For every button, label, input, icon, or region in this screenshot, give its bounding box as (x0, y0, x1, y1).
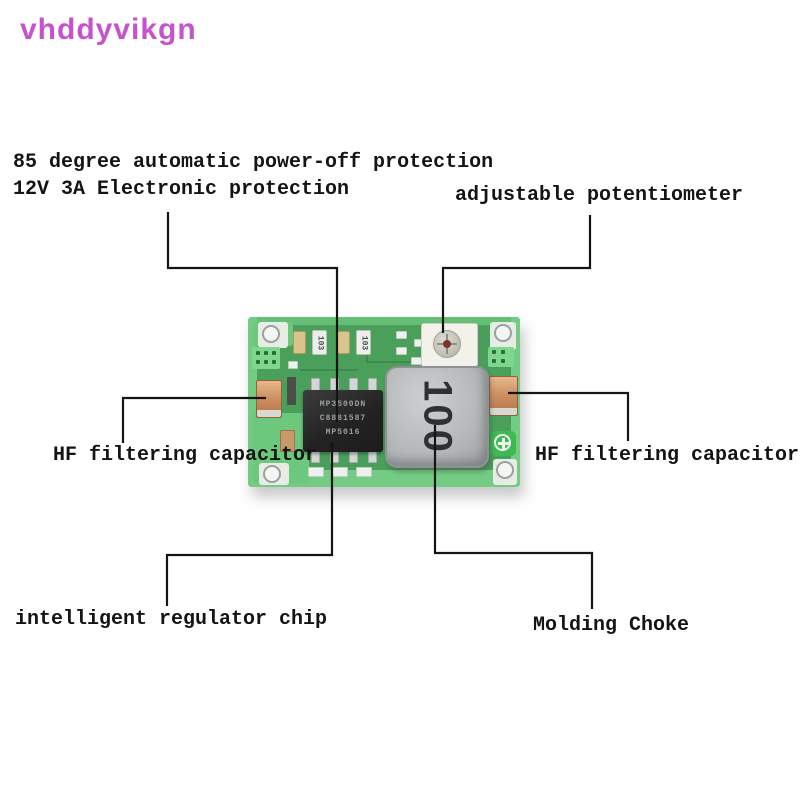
resistor-tan (293, 331, 306, 354)
pcb-trace (300, 369, 358, 371)
label-protection: 85 degree automatic power-off protection… (13, 149, 493, 203)
smd-pad (356, 467, 372, 477)
smd-component-dark (287, 377, 296, 405)
via-pad-right (488, 347, 514, 367)
pcb-board: 103 103 MP3500DN C8881587 MP50 (248, 317, 520, 487)
pcb-trace (366, 361, 410, 363)
mounting-hole-bottom-left (263, 465, 281, 483)
pcb-edge-top (248, 317, 520, 325)
callout-line-molding-choke (433, 425, 594, 609)
potentiometer-screw (433, 330, 461, 358)
label-hf-capacitor-left: HF filtering capacitor (53, 444, 318, 467)
watermark: vhddyvikgn (20, 13, 197, 46)
smd-pad (308, 467, 324, 477)
chip-marking-line2: C8881587 (319, 414, 367, 423)
smd-component-tan (280, 430, 295, 452)
resistor-103: 103 (356, 330, 371, 355)
resistor-103: 103 (312, 330, 327, 355)
smd-pad (288, 361, 298, 369)
label-hf-capacitor-right: HF filtering capacitor (535, 444, 800, 467)
callout-line-potentiometer (441, 215, 592, 333)
label-intelligent-regulator-chip: intelligent regulator chip (15, 608, 328, 631)
regulator-chip: MP3500DN C8881587 MP5016 (303, 390, 383, 452)
chip-marking-line3: MP5016 (325, 428, 361, 437)
chip-marking-line1: MP3500DN (319, 400, 367, 409)
label-protection-line2: 12V 3A Electronic protection (13, 178, 350, 201)
label-molding-choke: Molding Choke (533, 614, 690, 637)
callout-line-capacitor-right (508, 391, 630, 441)
potentiometer-dot (443, 340, 451, 348)
molding-choke-inductor: 100 (385, 366, 489, 468)
pcb-edge-left (248, 317, 257, 487)
mounting-hole-bottom-right (496, 461, 514, 479)
mounting-hole-top-right (494, 324, 512, 342)
callout-line-capacitor-left (121, 396, 266, 443)
output-plus-marking (491, 431, 516, 456)
mounting-hole-top-left (262, 325, 280, 343)
hf-capacitor-right (489, 376, 518, 416)
via-pad-left (252, 347, 280, 369)
callout-line-regulator-chip (165, 442, 334, 606)
callout-line-protection (166, 212, 339, 422)
chip-marking: MP3500DN C8881587 MP5016 (303, 398, 383, 440)
smd-pad (396, 347, 407, 355)
smd-pad (396, 331, 407, 339)
label-protection-line1: 85 degree automatic power-off protection (13, 151, 494, 174)
label-adjustable-potentiometer: adjustable potentiometer (455, 184, 744, 207)
